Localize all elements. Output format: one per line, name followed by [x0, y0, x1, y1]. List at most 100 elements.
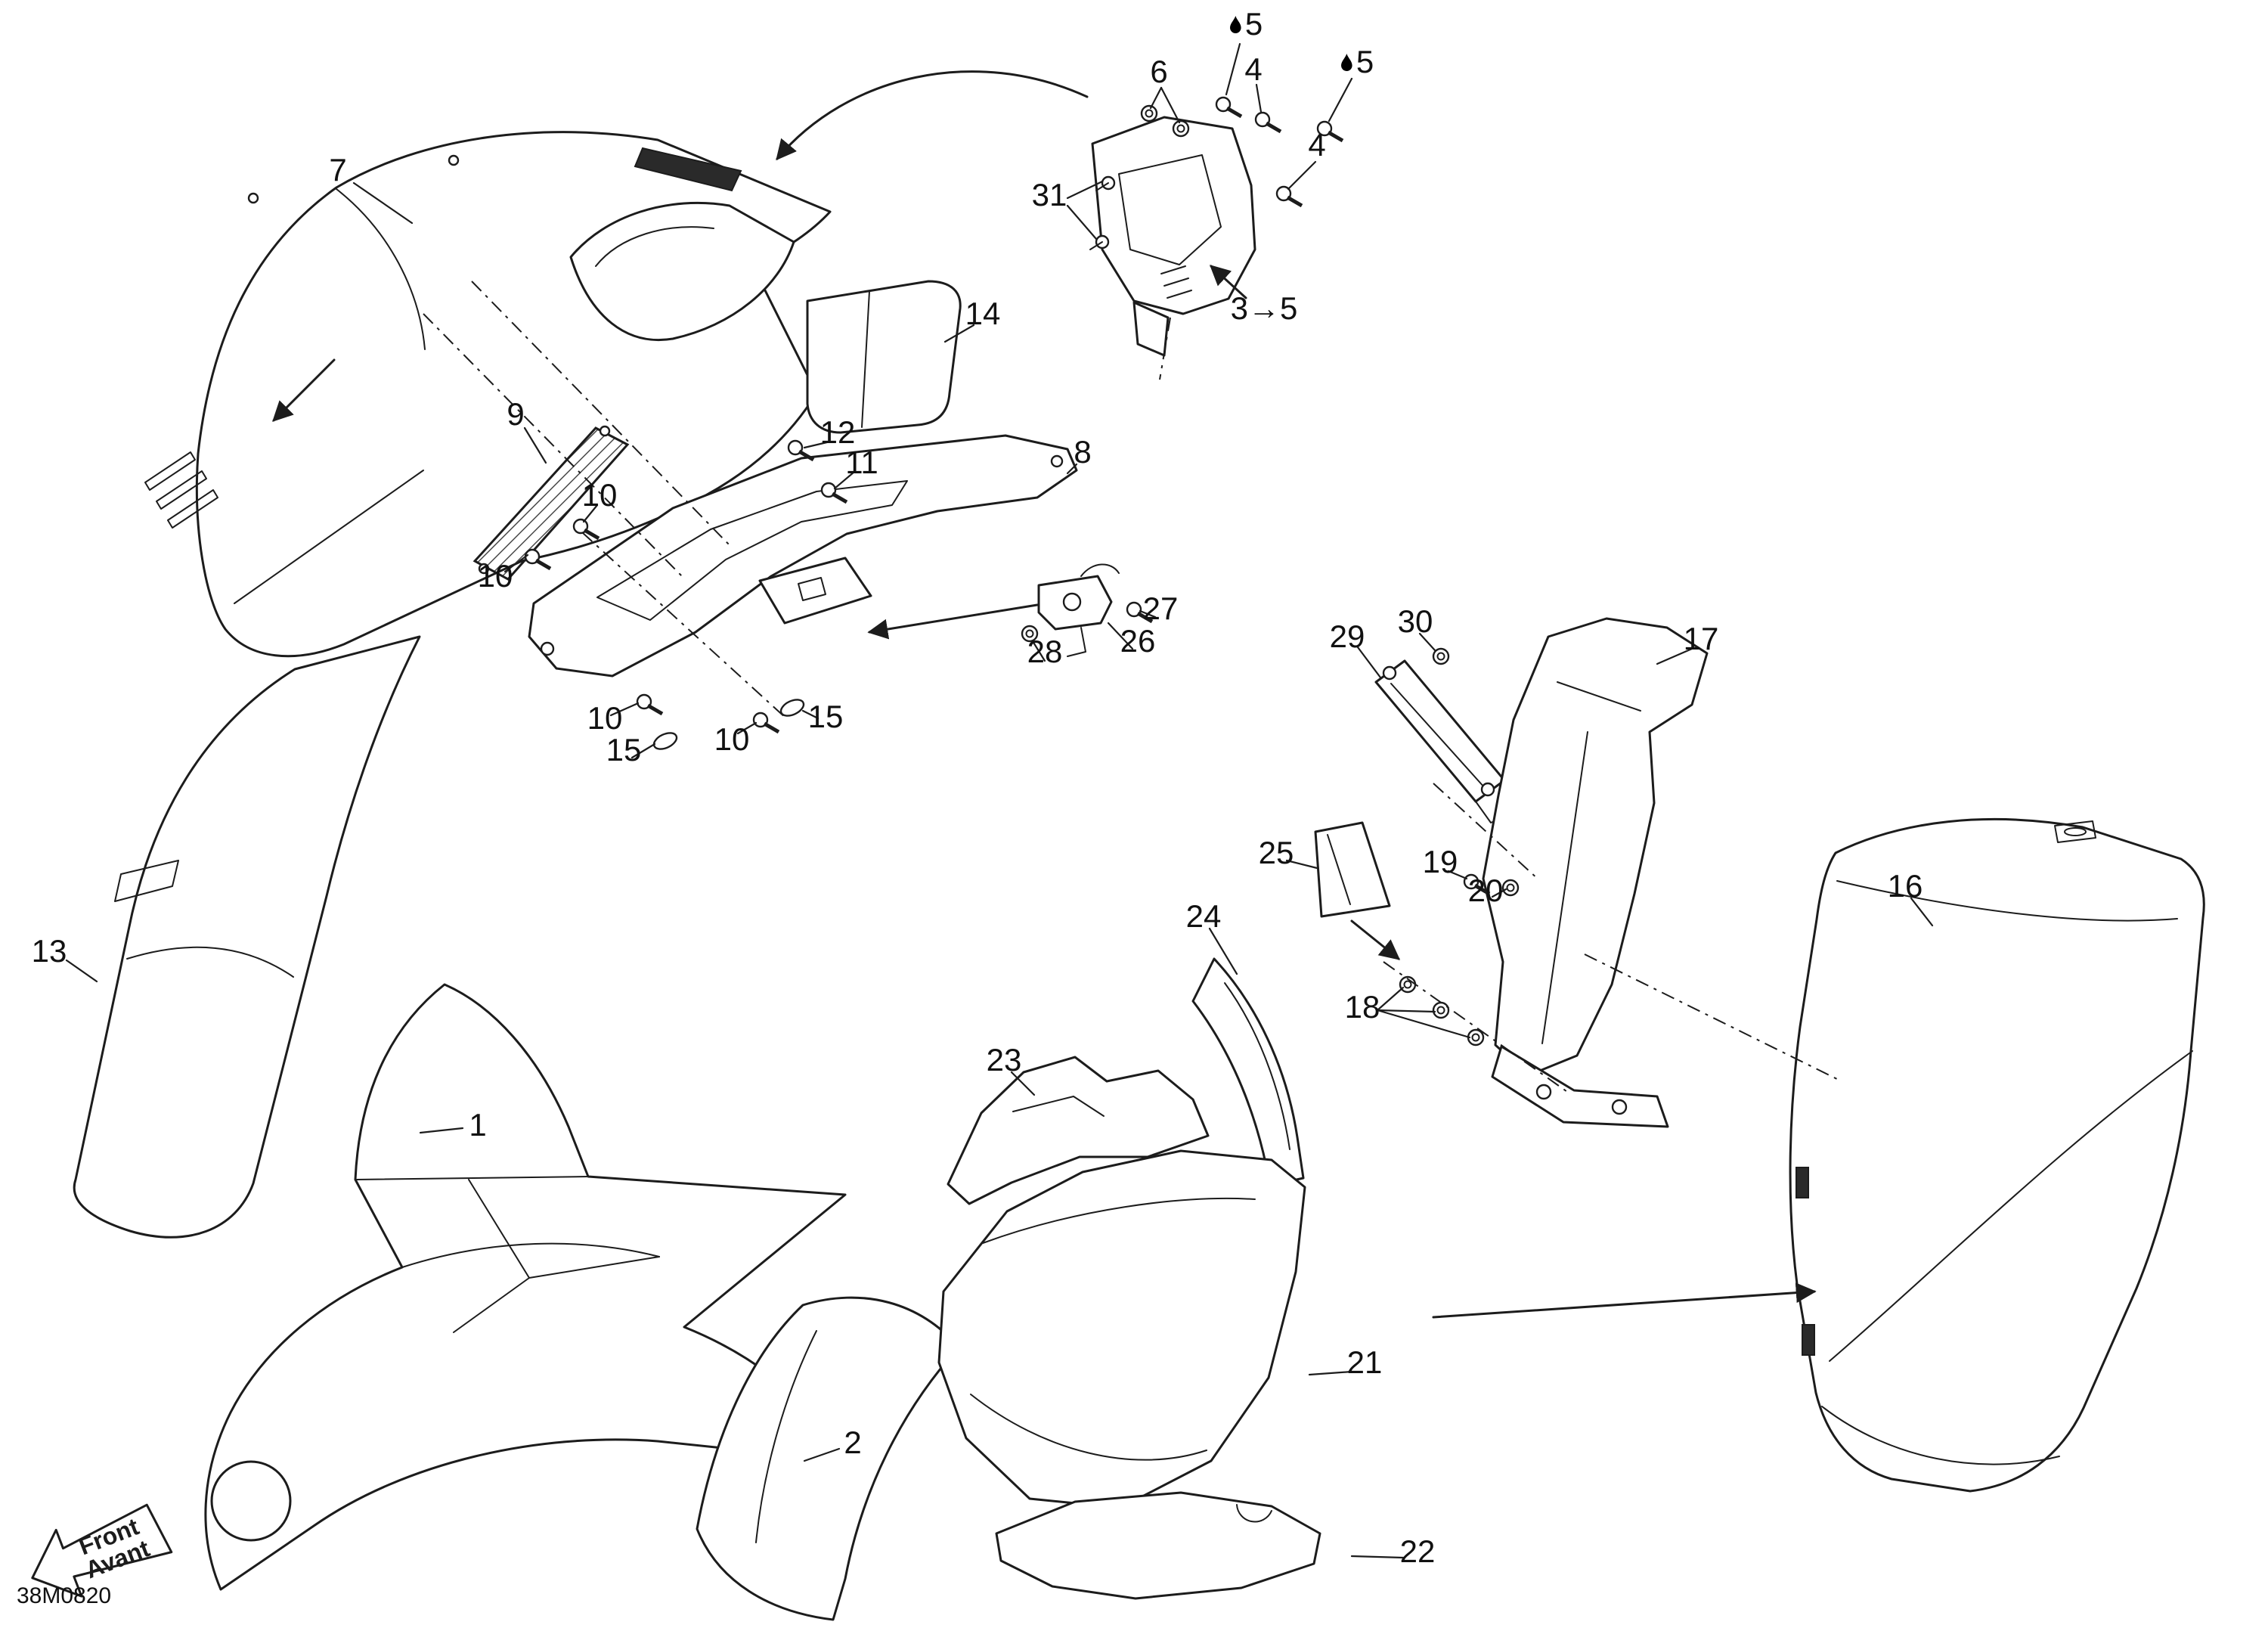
callout-29: 29 [1330, 619, 1365, 655]
callout-31: 31 [1032, 177, 1067, 213]
callout-label: 30 [1397, 603, 1433, 639]
callout-label: 5 [1356, 44, 1374, 79]
callout-13: 13 [32, 933, 67, 969]
callout-28: 28 [1027, 634, 1063, 670]
callout-3-5: 3→5 [1231, 290, 1298, 327]
part-26-hood-latch [1037, 563, 1120, 657]
callout-26: 26 [1120, 623, 1156, 659]
flow-arrows [776, 70, 1817, 1319]
drawing-number: 38M0820 [17, 1583, 112, 1608]
washer-6 [1140, 104, 1158, 122]
part-25-wedge-spacer [1314, 821, 1391, 918]
callout-2: 2 [844, 1425, 861, 1461]
callout-label: 25 [1258, 835, 1294, 870]
callout-10: 10 [478, 558, 513, 594]
callout-label: 31 [1031, 177, 1067, 212]
callout-17: 17 [1684, 621, 1719, 657]
callout-14: 14 [965, 296, 1001, 332]
part-22-bottom-trim-strip [995, 1491, 1321, 1600]
callout-23: 23 [987, 1042, 1022, 1078]
alignment-dash-lines [423, 281, 1842, 1094]
callout-label: 7 [329, 152, 347, 188]
screw-10 [754, 713, 779, 732]
part-29-support-strap [1374, 659, 1510, 823]
callout-27: 27 [1143, 591, 1179, 627]
callout-5: 5 [1340, 44, 1374, 80]
callout-21: 21 [1347, 1344, 1383, 1381]
callout-label: 4 [1308, 127, 1326, 163]
callout-label: 19 [1422, 844, 1458, 879]
part-24-curved-trim-strip [1191, 957, 1305, 1187]
callout-label: 13 [31, 933, 67, 969]
callout-label: 23 [986, 1042, 1022, 1078]
callout-label: 20 [1467, 873, 1504, 908]
part-21-center-side-panel [937, 1149, 1306, 1509]
callout-7: 7 [329, 152, 346, 188]
callout-label: 18 [1344, 989, 1380, 1025]
callout-label: 15 [606, 732, 642, 767]
callout-label: 12 [820, 414, 856, 450]
callout-12: 12 [820, 414, 856, 451]
callout-18: 18 [1345, 989, 1380, 1025]
callout-label: 17 [1683, 621, 1719, 656]
callout-label: 22 [1399, 1533, 1436, 1569]
screw-10 [637, 695, 662, 714]
oil-droplet-icon [1230, 15, 1241, 33]
callout-label: 10 [581, 477, 618, 513]
callout-label: 21 [1346, 1344, 1383, 1380]
callout-label: 27 [1142, 591, 1179, 626]
callout-label: 10 [714, 721, 750, 757]
callout-label: 1 [469, 1107, 487, 1143]
washer-6 [1172, 119, 1190, 138]
part-13-left-side-panel [73, 635, 421, 1239]
callout-label: 15 [807, 699, 844, 734]
nut-18 [1432, 1001, 1450, 1019]
callout-label: 3→5 [1230, 290, 1298, 326]
callout-label: 10 [477, 558, 513, 594]
nut-20 [1501, 879, 1520, 897]
callout-19: 19 [1423, 844, 1458, 880]
callout-label: 9 [507, 396, 525, 432]
callout-label: 16 [1887, 868, 1923, 904]
callout-10: 10 [582, 477, 618, 513]
callout-9: 9 [507, 396, 524, 433]
nut-30 [1432, 647, 1450, 665]
callout-10: 10 [587, 700, 623, 736]
part-14-deflector-panel [806, 280, 962, 434]
callout-label: 8 [1074, 434, 1092, 470]
part-7-hood-top-panel [144, 131, 832, 658]
callout-20: 20 [1468, 873, 1504, 909]
callout-1: 1 [469, 1107, 486, 1143]
o-ring-15 [652, 732, 678, 750]
callout-8: 8 [1074, 434, 1091, 470]
callout-label: 28 [1027, 634, 1063, 669]
screw-12 [789, 441, 813, 460]
callout-label: 26 [1120, 623, 1156, 659]
part-1-hood-bottom-pan [204, 983, 847, 1591]
screw-4 [1256, 113, 1281, 132]
callout-4: 4 [1308, 127, 1325, 163]
callout-label: 11 [845, 445, 878, 480]
part-23-upper-center-panel [947, 1056, 1210, 1205]
part-16-right-side-panel [1789, 817, 2205, 1493]
callout-label: 14 [965, 296, 1001, 331]
callout-10: 10 [714, 721, 750, 758]
part-17-right-inner-panel [1482, 617, 1709, 1128]
callout-label: 5 [1244, 6, 1263, 42]
callout-30: 30 [1398, 603, 1433, 640]
callout-label: 4 [1244, 51, 1263, 87]
callout-label: 29 [1329, 619, 1365, 654]
part-2-lower-corner-panel [696, 1296, 960, 1621]
leader-lines [65, 42, 1934, 1559]
callout-label: 10 [587, 700, 623, 736]
callout-24: 24 [1186, 898, 1222, 935]
part-8-support-bracket [528, 434, 1078, 678]
callout-11: 11 [845, 445, 878, 481]
part-9-grille-insert [472, 425, 630, 581]
screw-5-lubricated [1216, 98, 1241, 116]
callout-4: 4 [1244, 51, 1262, 88]
screw-4 [1277, 187, 1302, 206]
callout-label: 2 [844, 1425, 862, 1460]
